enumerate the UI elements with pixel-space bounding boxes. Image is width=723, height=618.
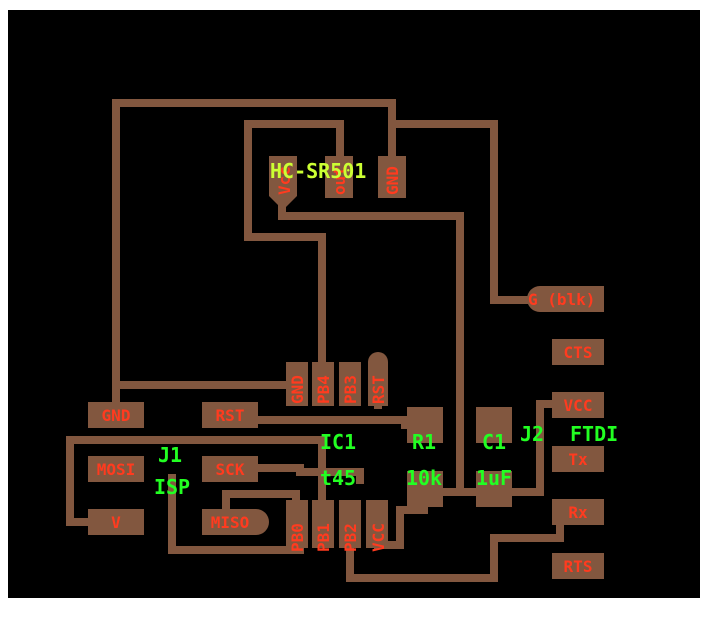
r1-value-label: 10k [406, 466, 442, 490]
j1-miso-pad [202, 509, 269, 535]
trace-isp-pb0 [168, 474, 304, 554]
ic-pb4-label: PB4 [314, 375, 333, 404]
c1-value-label: 1uF [476, 466, 512, 490]
pir-gnd-pad [378, 156, 406, 198]
ic-pb1-pad [312, 500, 334, 548]
ic-pb2-pad [339, 500, 361, 548]
j1-sck-pad [202, 456, 258, 482]
j2-value-label: FTDI [570, 422, 618, 446]
j1-miso-label: MISO [211, 513, 250, 532]
j1-v-pad [88, 509, 144, 535]
ic-rst-label: RST [369, 375, 388, 404]
j2-cts-pad [552, 339, 604, 365]
ic-pb3-pad [339, 362, 361, 406]
j1-rst-label: RST [216, 406, 245, 425]
ic-gnd-label: GND [288, 375, 307, 404]
j2-tx-label: Tx [568, 450, 588, 469]
j1-name-label: J1 [158, 443, 182, 467]
pad-labels: Vcc out GND GND PB4 PB3 RST PB0 PB1 PB2 … [97, 166, 596, 576]
pir-out-pad [325, 156, 353, 198]
j1-v-label: V [111, 513, 121, 532]
ic-vcc-label: VCC [369, 523, 388, 552]
c1-top-pad [476, 407, 512, 443]
j2-vcc-pad [552, 392, 604, 418]
ic-name-label: IC1 [320, 430, 356, 454]
trace-pb2-rx [346, 518, 564, 582]
j1-gnd-label: GND [102, 406, 131, 425]
ic-vcc-pad [366, 500, 388, 548]
ic-pb1-label: PB1 [314, 523, 333, 552]
j1-mosi-label: MOSI [97, 460, 136, 479]
j2-vcc-label: VCC [564, 396, 593, 415]
pir-name-label: HC-SR501 [270, 159, 366, 183]
pir-vcc-pad [269, 156, 297, 210]
j2-g-label: G (blk) [528, 290, 595, 309]
ic-pb0-pad [286, 500, 308, 548]
trace-isp-miso [222, 490, 300, 526]
j1-sck-label: SCK [216, 460, 245, 479]
j2-g-pad [527, 286, 604, 312]
ic-pb4-pad [312, 362, 334, 406]
j1-mosi-pad [88, 456, 144, 482]
c1-name-label: C1 [482, 430, 506, 454]
trace-sck-ic [252, 464, 364, 484]
j2-tx-pad [552, 446, 604, 472]
pir-gnd-label: GND [383, 166, 402, 195]
j2-cts-label: CTS [564, 343, 593, 362]
j2-name-label: J2 [520, 422, 544, 446]
trace-mosi-v [66, 436, 326, 526]
r1-top-pad [407, 407, 443, 443]
ic-gnd-pad [286, 362, 308, 406]
pir-out-label: out [330, 166, 349, 195]
j2-rts-label: RTS [564, 557, 593, 576]
j2-rx-label: Rx [568, 503, 588, 522]
ic-rst-pad [368, 352, 388, 406]
ic-pb2-label: PB2 [341, 523, 360, 552]
j2-rts-pad [552, 553, 604, 579]
ic-pb3-label: PB3 [341, 375, 360, 404]
pir-vcc-label: Vcc [275, 166, 294, 195]
j1-gnd-pad [88, 402, 144, 428]
trace-pir-out [244, 120, 344, 384]
c1-bottom-pad [476, 471, 512, 507]
j2-rx-pad [552, 499, 604, 525]
copper-pads [88, 156, 604, 579]
r1-name-label: R1 [412, 430, 436, 454]
ic-pb0-label: PB0 [288, 523, 307, 552]
part-labels: HC-SR501 IC1 t45 R1 10k C1 1uF J1 ISP J2… [154, 159, 618, 499]
ic-value-label: t45 [320, 466, 356, 490]
r1-bottom-pad [407, 471, 443, 507]
j1-rst-pad [202, 402, 258, 428]
j1-value-label: ISP [154, 475, 190, 499]
